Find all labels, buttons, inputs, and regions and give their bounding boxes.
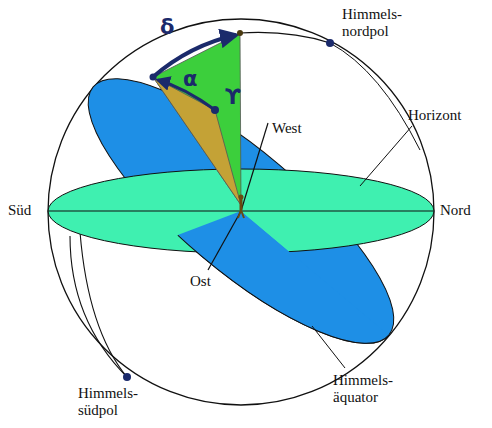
vernal-point <box>211 106 219 114</box>
direction-label: Ost <box>190 273 230 290</box>
direction-label: Süd <box>8 202 46 219</box>
south-pole-dot <box>123 373 131 381</box>
west-line <box>241 123 268 211</box>
meridian-arc <box>70 236 127 377</box>
observer-figure <box>238 195 244 219</box>
star-point <box>150 74 157 81</box>
declination-symbol: δ <box>160 16 184 38</box>
direction-label: Nord <box>440 202 486 219</box>
meridian-arc <box>80 232 127 377</box>
sphere-outline <box>48 19 434 405</box>
leader-line <box>312 326 345 368</box>
equator-label: Himmels- äquator <box>333 372 423 406</box>
east-line <box>208 211 241 270</box>
horizon-label: Horizont <box>408 107 488 124</box>
vernal-point-symbol: ϒ <box>225 86 249 108</box>
direction-label: West <box>272 120 322 137</box>
meridian-arc <box>330 43 420 150</box>
pole-label: Himmels- südpol <box>78 385 158 419</box>
right-ascension-symbol: α <box>183 68 207 90</box>
zenith-point <box>237 30 243 36</box>
pole-label: Himmels- nordpol <box>342 6 414 40</box>
leader-line <box>360 126 412 186</box>
declination-triangle <box>153 33 241 205</box>
meridian-arc <box>240 32 330 43</box>
north-pole-dot <box>326 39 334 47</box>
